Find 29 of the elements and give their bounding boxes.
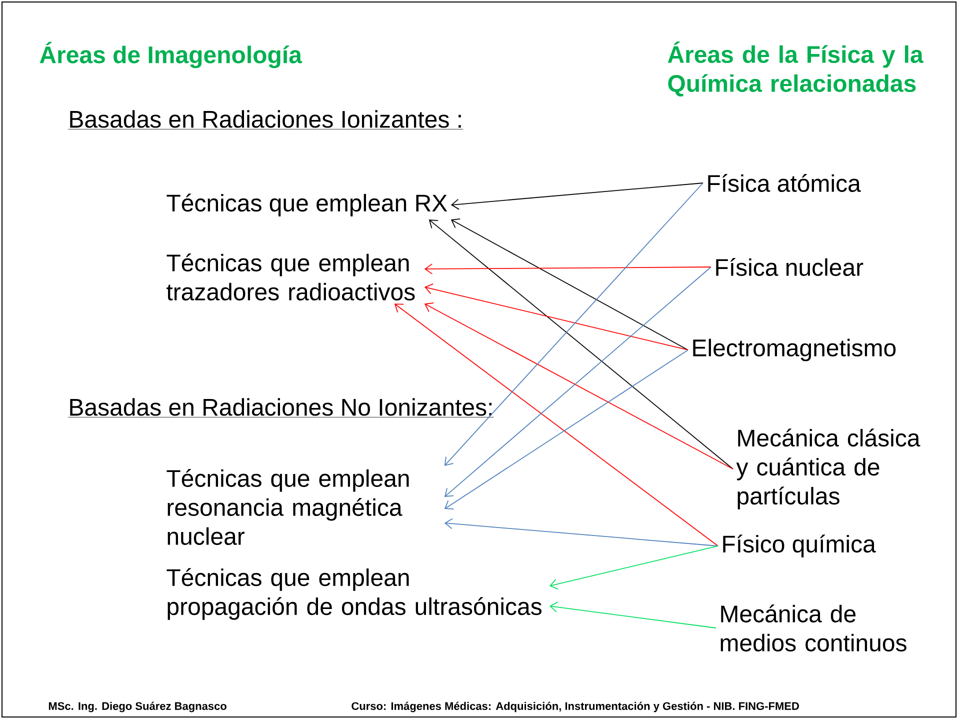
arrow (444, 182, 704, 466)
node-text: Mecánica clásica y cuántica de partículas (736, 428, 920, 510)
arrow (394, 304, 718, 546)
footer-text: Curso: Imágenes Médicas: Adquisición, Instrumentación y Gestión - NIB. FING-FMED (352, 702, 799, 712)
arrow (444, 350, 688, 510)
arrow (444, 266, 712, 497)
node-text: Técnicas que emplean propagación de ondas ultrasónicas (166, 568, 542, 620)
node-text: Técnicas que emplean resonancia magnética nuclear (166, 469, 409, 545)
column-heading: Áreas de Imagenología (40, 42, 302, 68)
node-text: Físico química (723, 534, 876, 558)
arrow (549, 602, 716, 628)
arrow (444, 518, 718, 546)
arrow (424, 284, 688, 350)
arrow (424, 302, 734, 470)
arrow (424, 264, 712, 274)
arrow (428, 220, 734, 470)
node-text: Técnicas que emplean RX (166, 194, 448, 216)
arrow (450, 218, 688, 350)
arrow (450, 182, 704, 210)
arrow (549, 546, 718, 590)
footer-text: MSc. Ing. Diego Suárez Bagnasco (48, 702, 226, 712)
node-text: Mecánica de medios continuos (720, 604, 906, 652)
column-heading: Áreas de la Física y la Química relacionadas (668, 42, 924, 96)
node-text: Electromagnetismo (693, 338, 896, 362)
node-text: Física atómica (708, 174, 861, 192)
section-heading: Basadas en Radiaciones No Ionizantes: (68, 398, 494, 418)
node-text: Física nuclear (716, 258, 864, 276)
node-text: Técnicas que emplean trazadores radioactivos (166, 254, 415, 300)
section-heading: Basadas en Radiaciones Ionizantes : (68, 110, 464, 130)
